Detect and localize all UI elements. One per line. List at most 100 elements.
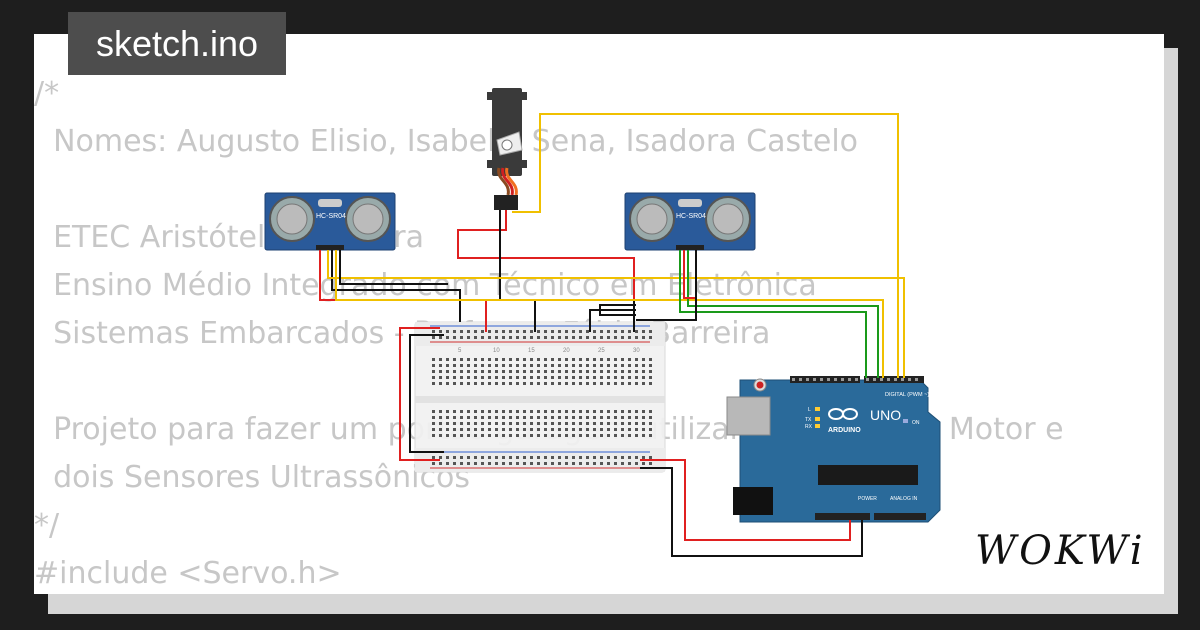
breadboard-hole [607,410,610,413]
breadboard-hole [621,416,624,419]
breadboard-hole [628,330,631,333]
digital-label: DIGITAL (PWM ~) [885,392,929,398]
breadboard-hole [509,382,512,385]
breadboard-hole [558,434,561,437]
breadboard-hole [628,428,631,431]
breadboard-hole [453,358,456,361]
breadboard-hole [558,422,561,425]
breadboard-hole [530,358,533,361]
breadboard-hole [607,376,610,379]
breadboard-hole [488,416,491,419]
breadboard-hole [579,422,582,425]
breadboard-hole [530,336,533,339]
breadboard-hole [607,336,610,339]
breadboard-hole [642,434,645,437]
breadboard-hole [481,462,484,465]
breadboard-hole [439,376,442,379]
breadboard-hole [558,330,561,333]
breadboard-hole [495,422,498,425]
breadboard[interactable]: 5 10 15 20 25 30 [414,321,666,473]
reset-button[interactable] [756,381,764,389]
breadboard-hole [642,370,645,373]
on-label: ON [912,420,920,426]
breadboard-hole [544,434,547,437]
breadboard-hole [537,330,540,333]
breadboard-hole [544,428,547,431]
breadboard-hole [530,416,533,419]
breadboard-hole [572,336,575,339]
breadboard-hole [495,416,498,419]
file-tab-title[interactable]: sketch.ino [68,12,286,75]
breadboard-hole [537,410,540,413]
breadboard-hole [495,410,498,413]
breadboard-hole [446,456,449,459]
breadboard-hole [551,370,554,373]
breadboard-hole [523,422,526,425]
breadboard-hole [649,330,652,333]
code-line: /* [34,76,60,111]
breadboard-hole [432,370,435,373]
breadboard-hole [579,410,582,413]
breadboard-hole [614,462,617,465]
breadboard-hole [509,462,512,465]
breadboard-hole [523,382,526,385]
breadboard-hole [544,422,547,425]
breadboard-hole [446,428,449,431]
breadboard-hole [474,422,477,425]
breadboard-hole [600,416,603,419]
breadboard-hole [481,376,484,379]
breadboard-hole [607,456,610,459]
breadboard-hole [614,434,617,437]
breadboard-hole [628,370,631,373]
breadboard-hole [551,336,554,339]
breadboard-hole [481,370,484,373]
breadboard-hole [453,422,456,425]
breadboard-hole [495,456,498,459]
ultrasonic-sensor-right[interactable]: HC-SR04 [624,192,756,251]
header-pin [866,378,869,381]
header-pin [841,378,844,381]
breadboard-hole [642,462,645,465]
breadboard-hole [586,410,589,413]
arduino-uno[interactable]: DIGITAL (PWM ~) UNO ARDUINO ON POWER ANA… [726,376,941,523]
breadboard-hole [635,456,638,459]
breadboard-hole [453,370,456,373]
breadboard-hole [502,456,505,459]
breadboard-hole [460,330,463,333]
breadboard-hole [481,358,484,361]
breadboard-hole [607,370,610,373]
breadboard-hole [544,336,547,339]
breadboard-hole [509,370,512,373]
servo-motor[interactable] [487,88,527,210]
breadboard-hole [558,382,561,385]
breadboard-hole [579,376,582,379]
breadboard-hole [446,376,449,379]
breadboard-hole [537,382,540,385]
breadboard-hole [537,376,540,379]
breadboard-hole [607,358,610,361]
ultrasonic-sensor-left[interactable]: HC-SR04 [264,192,396,251]
breadboard-hole [593,364,596,367]
breadboard-hole [572,364,575,367]
breadboard-hole [600,376,603,379]
breadboard-hole [474,336,477,339]
breadboard-hole [467,336,470,339]
breadboard-hole [579,382,582,385]
breadboard-hole [509,336,512,339]
breadboard-hole [432,456,435,459]
breadboard-hole [453,434,456,437]
breadboard-hole [558,410,561,413]
breadboard-hole [446,330,449,333]
breadboard-hole [474,370,477,373]
breadboard-hole [628,456,631,459]
breadboard-hole [460,370,463,373]
breadboard-hole [621,330,624,333]
header-pin [820,378,823,381]
breadboard-hole [523,456,526,459]
breadboard-hole [474,410,477,413]
breadboard-hole [565,428,568,431]
atmega-chip [818,465,918,485]
breadboard-hole [488,376,491,379]
breadboard-hole [509,434,512,437]
